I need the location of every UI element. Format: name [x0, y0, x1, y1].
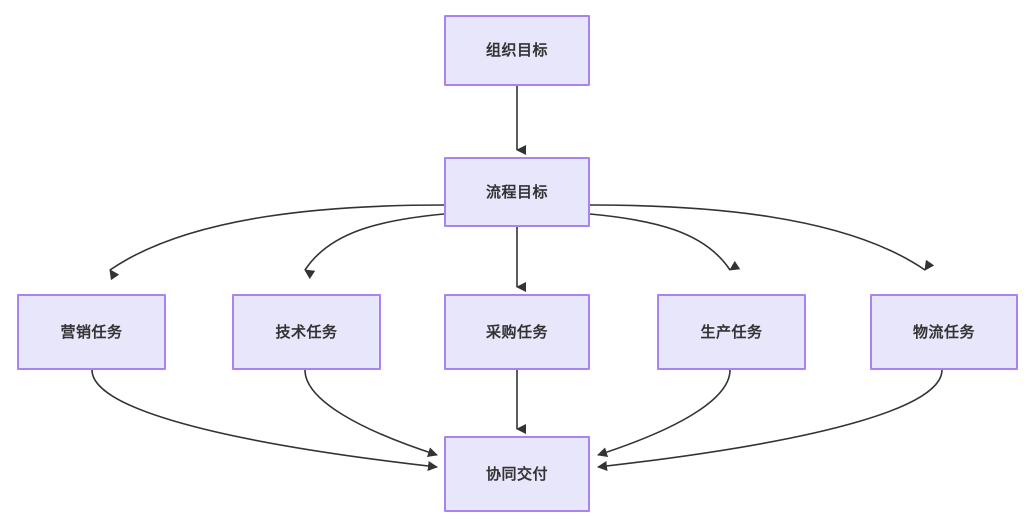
node-label-joint-delivery: 协同交付 — [485, 465, 548, 483]
node-joint-delivery[interactable]: 协同交付 — [444, 436, 590, 512]
edge-production-task-to-joint-delivery — [597, 369, 731, 457]
node-label-marketing-task: 营销任务 — [60, 323, 123, 341]
node-process-goal[interactable]: 流程目标 — [444, 157, 590, 227]
edge-process-goal-to-technical-task — [304, 213, 445, 280]
edge-technical-task-to-joint-delivery — [304, 369, 438, 457]
node-logistics-task[interactable]: 物流任务 — [870, 294, 1018, 370]
node-org-goal[interactable]: 组织目标 — [444, 15, 590, 86]
node-label-process-goal: 流程目标 — [485, 183, 548, 201]
node-label-production-task: 生产任务 — [700, 323, 763, 341]
edge-process-goal-to-marketing-task — [109, 204, 445, 281]
node-label-purchasing-task: 采购任务 — [485, 323, 548, 341]
node-label-logistics-task: 物流任务 — [912, 323, 975, 341]
node-label-org-goal: 组织目标 — [485, 42, 548, 59]
node-label-technical-task: 技术任务 — [275, 323, 338, 341]
node-marketing-task[interactable]: 营销任务 — [17, 294, 166, 370]
edge-logistics-task-to-joint-delivery — [597, 369, 943, 471]
edge-process-goal-to-production-task — [589, 213, 741, 271]
node-technical-task[interactable]: 技术任务 — [232, 294, 381, 370]
node-purchasing-task[interactable]: 采购任务 — [444, 294, 590, 370]
edge-process-goal-to-logistics-task — [589, 204, 935, 271]
edge-marketing-task-to-joint-delivery — [91, 369, 438, 471]
node-production-task[interactable]: 生产任务 — [657, 294, 806, 370]
